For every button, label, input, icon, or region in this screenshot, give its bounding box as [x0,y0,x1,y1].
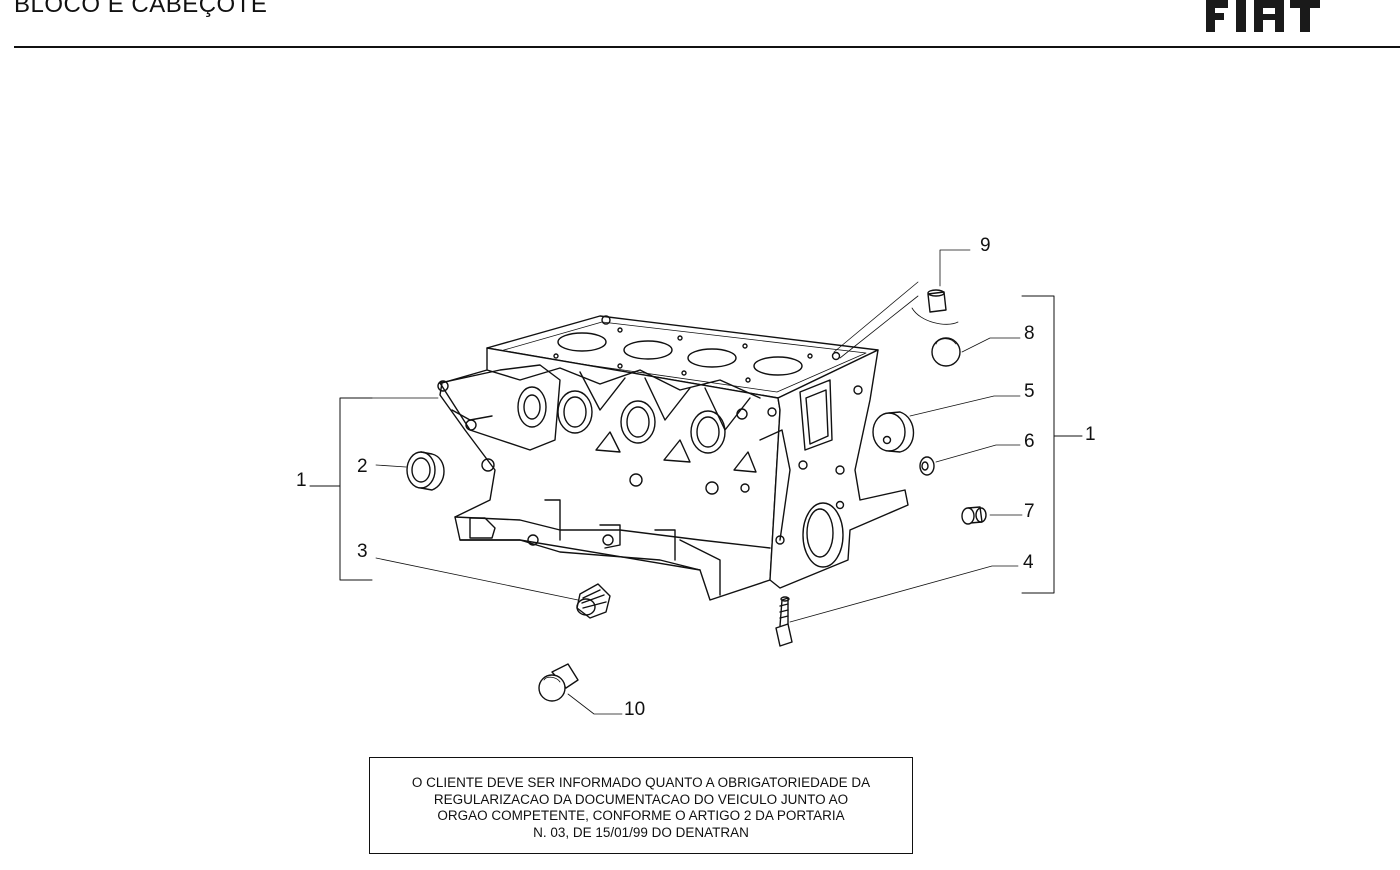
part-bolt [775,596,793,647]
notice-line-3: ORGAO COMPETENTE, CONFORME O ARTIGO 2 DA… [437,808,845,823]
page-title: BLOCO E CABEÇOTE [14,0,268,18]
fiat-logo [1206,0,1320,32]
notice-line-1: O CLIENTE DEVE SER INFORMADO QUANTO A OB… [411,775,871,790]
header-rule [14,46,1400,48]
notice-line-4: N. 03, DE 15/01/99 DO DENATRAN [533,824,749,840]
part-threaded-plug [576,583,611,619]
callout-9: 9 [980,235,991,256]
part-seal-ring [406,451,445,491]
part-pin [961,506,987,525]
callout-8: 8 [1024,323,1035,344]
callout-10: 10 [624,699,645,720]
callout-7: 7 [1024,501,1035,522]
notice-line-2: REGULARIZACAO DA DOCUMENTACAO DO VEICULO… [433,791,849,807]
callout-4: 4 [1023,552,1034,573]
part-cap-plug [931,337,961,367]
callout-6: 6 [1024,431,1035,452]
part-bushing [872,411,915,453]
part-sleeve [911,289,959,325]
callout-1-left: 1 [296,470,307,491]
part-dowel [919,456,935,476]
callout-2: 2 [357,456,368,477]
part-flanged-plug [538,663,579,702]
callout-1-right: 1 [1085,424,1096,445]
legal-notice-box: O CLIENTE DEVE SER INFORMADO QUANTO A OB… [369,757,913,854]
engine-block [437,315,909,601]
callout-3: 3 [357,541,368,562]
callout-5: 5 [1024,381,1035,402]
